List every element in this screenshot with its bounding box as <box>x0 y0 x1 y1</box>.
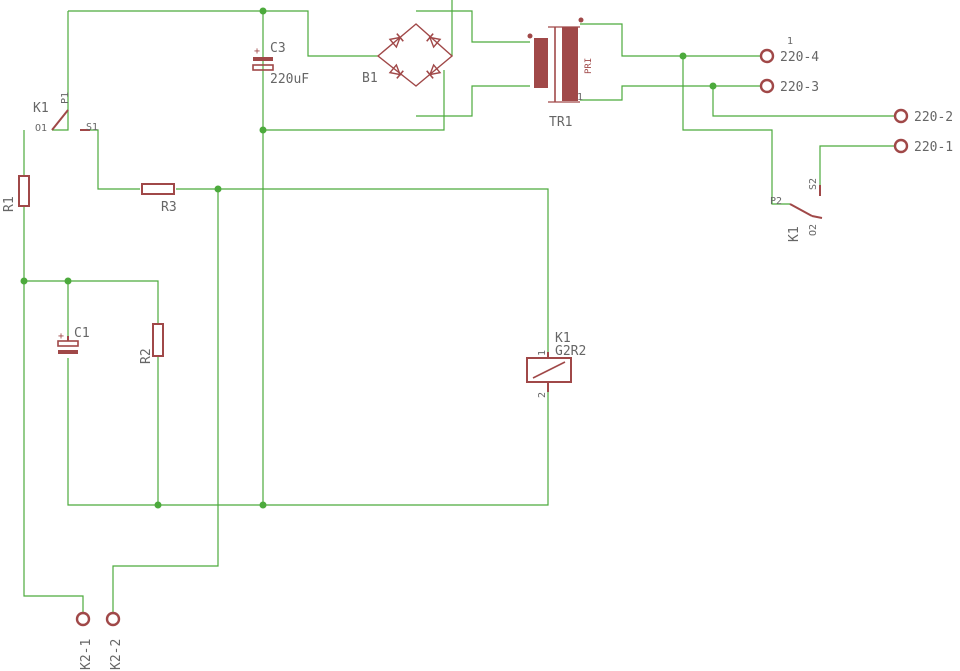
c3-plate-bottom <box>252 64 274 71</box>
wire-s1 <box>80 129 140 190</box>
wire-to-p2 <box>682 56 790 205</box>
junction <box>259 7 267 15</box>
tr1-pri-label: PRI <box>584 58 594 74</box>
tr1-dot-sec <box>527 33 533 39</box>
tr1-pin1: 1 <box>577 92 583 103</box>
b1-diode <box>388 63 404 79</box>
resistor-r1: R1 <box>2 175 30 212</box>
k1-p2: P2 <box>770 196 782 207</box>
pad-220-2-label: 220-2 <box>914 110 953 125</box>
wire-220-1 <box>819 145 895 185</box>
pad-220-1[interactable] <box>893 138 909 154</box>
wire-mid-node <box>24 280 159 324</box>
coil-pin1: 1 <box>537 350 548 356</box>
k1-s1: S1 <box>86 122 98 133</box>
switch-k1-p1: K1 P1 O1 S1 <box>33 92 98 134</box>
wire-bridge-bottom <box>416 85 530 117</box>
c3-value: 220uF <box>270 72 309 87</box>
wire-rail-to-bridge <box>263 70 445 131</box>
junction <box>64 277 72 285</box>
junction <box>679 52 687 60</box>
c1-plate-bottom <box>58 350 78 354</box>
wire-top-bus <box>68 10 378 57</box>
k1-p1: P1 <box>60 92 71 104</box>
wire-220-2 <box>712 86 895 117</box>
b1-outline <box>376 23 454 87</box>
coil-type: G2R2 <box>555 344 586 359</box>
tr1-dot-pri <box>578 17 584 23</box>
k1-lever-1 <box>51 109 69 131</box>
tr1-sec-label: SEC <box>523 66 533 82</box>
pad-220-4[interactable] <box>759 48 775 64</box>
resistor-r2: R2 <box>139 323 164 364</box>
pad-220-4-label: 220-4 <box>780 50 819 65</box>
wire-bridge-top <box>416 10 530 43</box>
tr1-name: TR1 <box>549 115 572 130</box>
b1-name: B1 <box>362 71 378 86</box>
pad-k2-2[interactable] <box>105 611 121 627</box>
pad-k2-1-label: K2-1 <box>79 639 94 670</box>
b1-diode <box>426 63 442 79</box>
junction <box>20 277 28 285</box>
c3-name: C3 <box>270 41 286 56</box>
pad-220-1-label: 220-1 <box>914 140 953 155</box>
r2-body <box>152 323 164 357</box>
coil-pin2: 2 <box>537 392 548 398</box>
r3-name: R3 <box>161 200 177 215</box>
wire-r3-to-coil <box>176 188 549 352</box>
coil-name: K1 <box>555 331 571 346</box>
pad-220-4-num: 1 <box>787 36 793 47</box>
capacitor-c3: + C3 220uF <box>252 41 309 87</box>
r1-name: R1 <box>2 196 17 212</box>
tr1-pri-winding <box>562 27 578 101</box>
pad-220-2[interactable] <box>893 108 909 124</box>
wire-top-rail <box>52 11 69 131</box>
k1-o2-contact <box>811 215 823 219</box>
junctions <box>20 7 717 509</box>
resistor-r3: R3 <box>141 183 177 215</box>
k1-lever-2 <box>789 203 813 217</box>
k1-o1: O1 <box>35 123 47 134</box>
pad-k2-1[interactable] <box>75 611 91 627</box>
relay-coil-k1: K1 G2R2 1 2 <box>526 331 586 398</box>
capacitor-c1: + C1 <box>57 326 90 354</box>
c3-plate-top <box>253 57 273 61</box>
c1-name: C1 <box>74 326 90 341</box>
b1-diode <box>388 33 404 49</box>
transformer-tr1: SEC PRI 1 TR1 <box>523 17 594 130</box>
c3-plus: + <box>254 46 260 57</box>
junction <box>214 185 222 193</box>
pads: 1 220-4 220-3 220-2 220-1 K2-1 K2-2 <box>75 36 953 670</box>
bridge-rectifier-b1: B1 <box>362 23 454 87</box>
r2-name: R2 <box>139 348 154 364</box>
wire-r1-bottom <box>23 206 84 612</box>
junction <box>154 501 162 509</box>
c1-plus: + <box>58 331 64 342</box>
k1-name-2: K1 <box>787 226 802 242</box>
k1-s2: S2 <box>808 178 819 190</box>
r1-body <box>18 175 30 207</box>
wire-k2-2 <box>112 189 219 612</box>
pad-220-3[interactable] <box>759 78 775 94</box>
wire-coil-bottom <box>67 358 549 506</box>
switch-k1-p2: P2 S2 O2 K1 <box>770 178 823 242</box>
tr1-sec-winding <box>534 38 548 88</box>
pad-220-3-label: 220-3 <box>780 80 819 95</box>
b1-diode <box>426 33 442 49</box>
wire-pri-1 <box>580 23 762 57</box>
junction <box>259 501 267 509</box>
k1-name: K1 <box>33 101 49 116</box>
pad-k2-2-label: K2-2 <box>109 639 124 670</box>
junction <box>709 82 717 90</box>
coil-slash <box>532 361 566 379</box>
r3-body <box>141 183 175 195</box>
wire-pri-2 <box>580 85 762 101</box>
wires <box>23 0 895 612</box>
junction <box>259 126 267 134</box>
k1-o2: O2 <box>808 224 819 236</box>
